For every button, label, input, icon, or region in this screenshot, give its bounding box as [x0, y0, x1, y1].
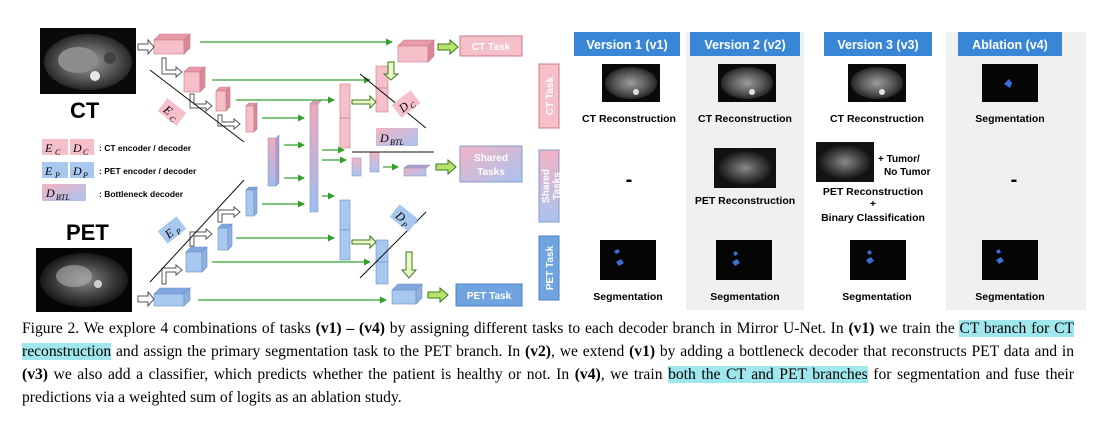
svg-text:BTL: BTL — [56, 193, 70, 202]
v2-pet-task: Segmentation — [710, 291, 779, 303]
v4-pet-task: Segmentation — [975, 291, 1044, 303]
v3-tumor-label: + Tumor/ — [878, 154, 920, 165]
v1-shared-task: - — [626, 169, 633, 191]
highlight-both-branches: both the CT and PET branches — [668, 366, 868, 383]
v1-ct-task: CT Reconstruction — [582, 113, 676, 125]
conv-arrows — [137, 38, 241, 308]
svg-text:CT Task: CT Task — [472, 42, 511, 53]
legend-dp: D — [72, 164, 82, 178]
svg-text:Version 3 (v3): Version 3 (v3) — [837, 38, 918, 52]
v2-ct-task: CT Reconstruction — [698, 113, 792, 125]
skip-connections — [198, 38, 399, 304]
thumb-pet-recon-v3 — [816, 142, 874, 182]
ct-scan-image — [40, 28, 136, 94]
thumb-pet-seg-v4 — [982, 240, 1038, 280]
svg-text:PET Task: PET Task — [467, 291, 512, 302]
legend-ec: E — [44, 141, 53, 155]
v3-no-tumor-label: No Tumor — [884, 167, 931, 178]
dbtl-label: D — [379, 131, 389, 145]
version-header-v2: Version 2 (v2) — [690, 32, 800, 56]
pet-scan-image — [36, 248, 132, 312]
pet-decoder — [339, 199, 423, 305]
v3-shared-task-3: Binary Classification — [821, 212, 925, 224]
decoder-arrows — [351, 61, 418, 279]
svg-text:Shared: Shared — [541, 169, 552, 203]
v3-ct-task: CT Reconstruction — [830, 113, 924, 125]
thumb-ct-recon-v3 — [848, 64, 906, 102]
svg-text:C: C — [83, 148, 89, 157]
svg-text:P: P — [173, 226, 183, 237]
svg-text:Version 2 (v2): Version 2 (v2) — [704, 38, 785, 52]
pet-task-box: PET Task — [455, 283, 523, 307]
ct-label: CT — [70, 98, 100, 123]
version-header-v4: Ablation (v4) — [958, 32, 1062, 56]
thumb-pet-seg-v1 — [600, 240, 656, 280]
svg-text:Tasks: Tasks — [552, 172, 563, 200]
legend-pet-text: : PET encoder / decoder — [99, 166, 197, 176]
thumb-ct-recon-v1 — [602, 64, 660, 102]
svg-text:P: P — [399, 219, 409, 230]
legend-dbtl: D — [45, 186, 55, 200]
legend-btl-text: : Bottleneck decoder — [99, 189, 184, 199]
legend-ct-text: : CT encoder / decoder — [99, 143, 192, 153]
pet-encoder — [153, 186, 258, 307]
version-header-v3: Version 3 (v3) — [824, 32, 932, 56]
row-label-shared: Shared Tasks — [538, 149, 563, 223]
v3-shared-task-1: PET Reconstruction — [823, 186, 923, 198]
thumb-pet-seg-v3 — [850, 240, 906, 280]
thumb-ct-recon-v2 — [718, 64, 776, 102]
shared-tasks-box: Shared Tasks — [459, 145, 523, 183]
thumb-pet-seg-v2 — [716, 240, 772, 280]
row-label-pet: PET Task — [538, 235, 560, 301]
svg-text:Version 1 (v1): Version 1 (v1) — [586, 38, 667, 52]
output-arrows — [427, 38, 459, 304]
bottleneck — [267, 100, 322, 213]
svg-text:C: C — [167, 114, 177, 125]
v4-ct-task: Segmentation — [975, 113, 1044, 125]
thumb-ct-segmentation-v4 — [982, 64, 1038, 102]
ct-task-box: CT Task — [459, 35, 523, 57]
v3-pet-task: Segmentation — [842, 291, 911, 303]
svg-text:C: C — [55, 148, 61, 157]
version-header-v1: Version 1 (v1) — [574, 32, 680, 56]
v1-pet-task: Segmentation — [593, 291, 662, 303]
svg-text:PET Task: PET Task — [545, 245, 556, 290]
svg-text:CT Task: CT Task — [545, 76, 556, 115]
v4-shared-task: - — [1011, 169, 1018, 191]
figure-caption: Figure 2. We explore 4 combinations of t… — [22, 320, 1075, 406]
svg-text:P: P — [54, 171, 60, 180]
row-label-ct: CT Task — [538, 63, 560, 129]
legend: E C D C : CT encoder / decoder E P D P :… — [42, 139, 197, 202]
legend-ep: E — [44, 164, 53, 178]
svg-text:BTL: BTL — [390, 138, 404, 147]
pet-label: PET — [66, 220, 109, 245]
ct-encoder — [153, 33, 258, 133]
branch-labels: E C E P D C D P D BTL — [157, 90, 421, 244]
figure-diagram: CT PET E C D C : CT encoder / decoder E … — [36, 28, 1086, 312]
svg-text:Ablation (v4): Ablation (v4) — [972, 38, 1048, 52]
bottleneck-decoder — [351, 151, 431, 177]
svg-text:C: C — [408, 100, 418, 111]
svg-text:Shared: Shared — [474, 153, 508, 164]
svg-text:P: P — [82, 171, 88, 180]
legend-dc: D — [72, 141, 82, 155]
thumb-pet-recon-v2 — [714, 148, 776, 188]
v3-shared-task-2: + — [870, 198, 876, 210]
v2-shared-task: PET Reconstruction — [695, 195, 795, 207]
svg-text:Tasks: Tasks — [477, 167, 505, 178]
ct-decoder — [339, 39, 435, 149]
